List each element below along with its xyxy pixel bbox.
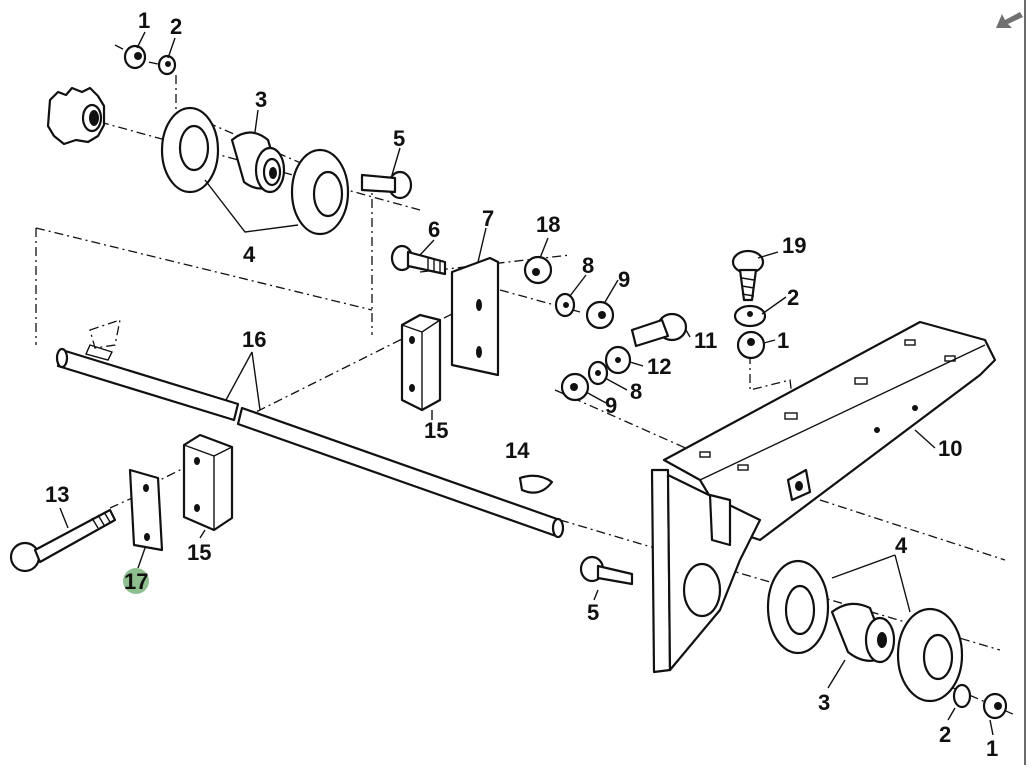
- callout-18[interactable]: 18: [536, 212, 560, 237]
- washer-8-mid: [587, 360, 609, 386]
- callout-5-top[interactable]: 5: [393, 126, 405, 151]
- leader-lines: [59, 31, 994, 736]
- callout-19[interactable]: 19: [782, 233, 806, 258]
- washer-top: [157, 54, 177, 76]
- bearing-bottom: [830, 602, 896, 664]
- callout-9-mid[interactable]: 9: [605, 393, 617, 418]
- callout-16[interactable]: 16: [242, 327, 266, 352]
- callout-13[interactable]: 13: [45, 482, 69, 507]
- flange-top-left: [160, 106, 220, 194]
- plate-17: [128, 468, 164, 552]
- callout-3-bottom[interactable]: 3: [818, 690, 830, 715]
- frame-bracket-10: [650, 320, 997, 674]
- nut-1-bottom: [982, 692, 1008, 720]
- callout-17-selected[interactable]: 17: [123, 568, 149, 594]
- callout-8-top[interactable]: 8: [582, 253, 594, 278]
- bolt-6: [390, 244, 447, 276]
- callout-2-top[interactable]: 2: [170, 14, 182, 39]
- flange-top-right: [290, 148, 350, 236]
- callout-9-top[interactable]: 9: [618, 267, 630, 292]
- washer-2-bottom: [952, 683, 972, 709]
- woodruff-key-14: [518, 474, 554, 494]
- callout-17[interactable]: 17: [124, 569, 148, 594]
- sprocket: [46, 86, 106, 146]
- washer-8-top: [554, 292, 576, 318]
- nut-1-mid: [736, 330, 766, 360]
- callout-11[interactable]: 11: [694, 328, 717, 353]
- callout-7[interactable]: 7: [482, 206, 494, 231]
- flange-bottom-left: [766, 559, 830, 655]
- callout-3-top[interactable]: 3: [255, 87, 267, 112]
- callout-12[interactable]: 12: [647, 354, 671, 379]
- shaft-16-long: [236, 406, 565, 539]
- bolt-5-top: [360, 170, 413, 200]
- callout-6[interactable]: 6: [428, 217, 440, 242]
- key-top: [89, 319, 121, 349]
- callout-10[interactable]: 10: [938, 436, 962, 461]
- callout-4-top[interactable]: 4: [243, 242, 256, 267]
- washer-2-mid: [733, 304, 767, 328]
- callout-5-bottom[interactable]: 5: [587, 600, 599, 625]
- viewer-right-border: [1024, 0, 1026, 765]
- nut-9-mid: [560, 372, 590, 402]
- bolt-5-bottom: [579, 555, 634, 586]
- callout-15-top[interactable]: 15: [424, 418, 448, 443]
- callout-15-bottom[interactable]: 15: [187, 540, 211, 565]
- arrow-down-left-icon: [996, 12, 1023, 28]
- nut-9-top: [585, 300, 615, 330]
- flange-bottom-right: [896, 607, 964, 703]
- nut-top: [123, 44, 147, 70]
- bolt-13: [9, 508, 117, 573]
- callout-1-bottom[interactable]: 1: [986, 736, 998, 761]
- clamp-block-15-top: [400, 313, 442, 412]
- selection-highlight: [123, 568, 149, 594]
- callout-2-mid[interactable]: 2: [787, 285, 799, 310]
- shaft-16-short: [55, 344, 240, 422]
- nut-18: [523, 255, 553, 285]
- bolt-11: [630, 312, 688, 348]
- bearing-top: [230, 131, 286, 194]
- carriage-bolt-19: [731, 249, 765, 302]
- callout-1-mid[interactable]: 1: [777, 328, 789, 353]
- callout-1-top[interactable]: 1: [138, 8, 150, 33]
- callout-4-bottom[interactable]: 4: [895, 533, 908, 558]
- callout-labels: 1 2 3 4 5 6 7 18 8 9 19 2 1 11 12 8 9 16…: [45, 8, 998, 761]
- washer-12: [604, 345, 632, 375]
- callout-8-mid[interactable]: 8: [630, 379, 642, 404]
- callout-2-bottom[interactable]: 2: [939, 722, 951, 747]
- clamp-block-15-bottom: [182, 433, 234, 532]
- callout-14[interactable]: 14: [505, 438, 530, 463]
- plate-7: [450, 256, 500, 377]
- back-arrow-button[interactable]: [992, 8, 1026, 34]
